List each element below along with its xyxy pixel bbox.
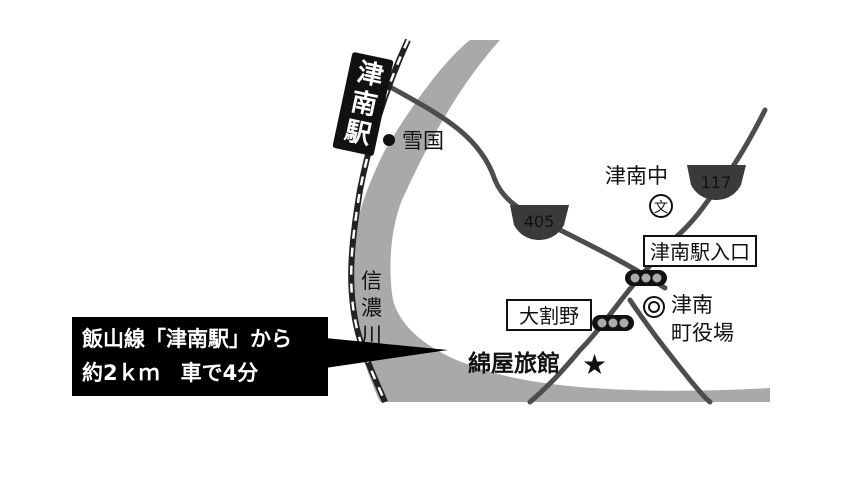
town-hall-label-2: 町役場 [671,321,734,345]
route-405-label: 405 [524,212,555,231]
traffic-signal-icon [625,270,667,286]
road-south [627,297,713,405]
station-char-3: 駅 [342,116,374,151]
town-hall-label-1: 津南 [671,293,713,317]
station-badge: 津 南 駅 [332,52,395,156]
school-label: 津南中 [605,164,668,188]
town-hall-icon-inner [648,301,660,313]
route-117-shield: 117 [687,165,746,200]
river-label: 信 濃 川 [361,269,389,347]
yukiguni-dot [383,134,395,146]
shinano-river [349,40,770,402]
owarino-box [506,299,592,331]
callout-pointer [325,338,448,368]
callout-line-1: 飯山線「津南駅」から [82,327,292,351]
school-symbol: 文 [654,200,668,216]
route-405-road [389,85,668,291]
route-405-shield: 405 [510,205,569,240]
owarino-label: 大割野 [519,304,579,328]
route-117-label: 117 [701,173,732,192]
station-entrance-label: 津南駅入口 [650,240,750,264]
yukiguni-label: 雪国 [402,129,444,153]
traffic-signal-icon-2 [592,315,634,331]
callout-line-2: 約2ｋｍ 車で4分 [82,361,259,385]
hotel-star-icon: ★ [582,348,607,381]
school-icon [649,194,673,218]
access-callout: 飯山線「津南駅」から 約2ｋｍ 車で4分 [72,317,328,396]
svg-text:津 南 駅: 津 南 駅 [342,57,395,152]
hotel-label: 綿屋旅館 [468,350,560,377]
station-entrance-box [643,235,757,267]
